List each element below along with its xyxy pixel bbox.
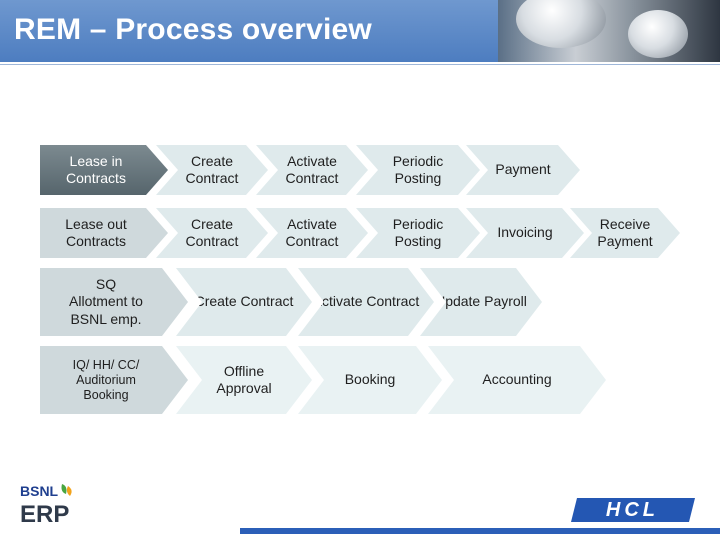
step-text: Activate Contract xyxy=(270,153,354,188)
step-receive-payment: Receive Payment xyxy=(570,208,680,258)
step-create-contract: Create Contract xyxy=(156,145,268,195)
step-activate-contract: Activate Contract xyxy=(256,145,368,195)
row-label-text: IQ/ HH/ CC/ Auditorium Booking xyxy=(65,358,147,403)
leaf-icon xyxy=(62,484,67,494)
step-text: Payment xyxy=(495,161,550,179)
step-text: Booking xyxy=(345,371,396,389)
step-periodic-posting: Periodic Posting xyxy=(356,208,480,258)
footer-bar xyxy=(240,528,720,534)
step-text: Periodic Posting xyxy=(370,216,466,251)
page-title: REM – Process overview xyxy=(14,13,372,47)
step-text: Periodic Posting xyxy=(370,153,466,188)
satellite-dish-image xyxy=(498,0,720,62)
step-text: Offline Approval xyxy=(209,363,279,398)
step-invoicing: Invoicing xyxy=(466,208,584,258)
bsnl-erp-logo: BSNL ERP xyxy=(18,480,78,528)
leaf-icon xyxy=(67,486,72,496)
step-booking: Booking xyxy=(298,346,442,414)
step-text: Receive Payment xyxy=(584,216,666,251)
row-label-lease-out: Lease out Contracts xyxy=(40,208,168,258)
step-activate-contract: Activate Contract xyxy=(298,268,434,336)
step-text: Accounting xyxy=(482,371,551,389)
step-text: Invoicing xyxy=(497,224,552,242)
step-text: Create Contract xyxy=(170,153,254,188)
dish-small xyxy=(628,10,688,58)
step-periodic-posting: Periodic Posting xyxy=(356,145,480,195)
dish-large xyxy=(516,0,606,48)
step-text: Update Payroll xyxy=(435,293,527,311)
row-label-sq-allotment: SQ Allotment to BSNL emp. xyxy=(40,268,188,336)
hcl-logo: HCL xyxy=(571,498,695,522)
step-text: Create Contract xyxy=(170,216,254,251)
row-label-lease-in: Lease in Contracts xyxy=(40,145,168,195)
row-label-iq-booking: IQ/ HH/ CC/ Auditorium Booking xyxy=(40,346,188,414)
step-update-payroll: Update Payroll xyxy=(420,268,542,336)
hcl-logo-text: HCL xyxy=(606,499,659,522)
step-payment: Payment xyxy=(466,145,580,195)
row-label-text: SQ Allotment to BSNL emp. xyxy=(66,276,146,329)
step-activate-contract: Activate Contract xyxy=(256,208,368,258)
header-divider-thin xyxy=(0,64,720,65)
row-label-text: Lease out Contracts xyxy=(40,216,152,251)
step-text: Activate Contract xyxy=(270,216,354,251)
bsnl-logo-text: BSNL xyxy=(20,483,59,499)
erp-logo-text: ERP xyxy=(20,501,69,528)
step-create-contract: Create Contract xyxy=(156,208,268,258)
step-text: Create Contract xyxy=(195,293,294,311)
row-label-text: Lease in Contracts xyxy=(40,153,152,188)
step-accounting: Accounting xyxy=(428,346,606,414)
step-offline-approval: Offline Approval xyxy=(176,346,312,414)
title-bar: REM – Process overview xyxy=(0,0,720,62)
step-text: Activate Contract xyxy=(313,293,420,311)
step-create-contract: Create Contract xyxy=(176,268,312,336)
